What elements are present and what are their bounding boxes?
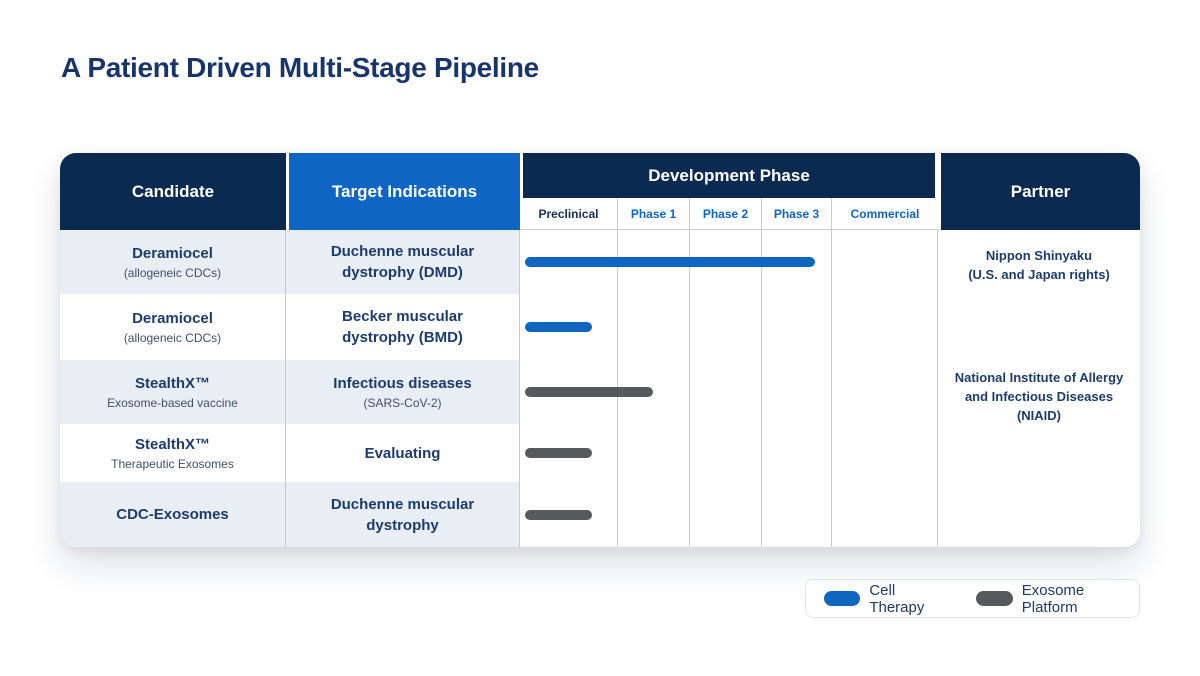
phase-track	[520, 482, 938, 547]
partner-nippon-shinyaku: Nippon Shinyaku (U.S. and Japan rights)	[938, 246, 1140, 284]
phase-segment	[618, 360, 690, 424]
candidate-cell: CDC-Exosomes	[60, 482, 286, 547]
pipeline-bar-cell-therapy	[525, 257, 815, 267]
indication-name: Duchenne muscular dystrophy	[330, 495, 475, 534]
phase-header-preclinical: Preclinical	[520, 198, 618, 230]
indication-cell: Becker muscular dystrophy (BMD)	[286, 294, 520, 360]
phase-track	[520, 360, 938, 424]
page-title: A Patient Driven Multi-Stage Pipeline	[61, 52, 539, 83]
phase-segment	[832, 424, 938, 482]
phase-header-phase2: Phase 2	[690, 198, 762, 230]
candidate-cell: StealthX™ Exosome-based vaccine	[60, 360, 286, 424]
pipeline-bar-cell-therapy	[525, 322, 592, 332]
legend-item-cell-therapy: Cell Therapy	[824, 582, 950, 616]
phase-segment	[690, 424, 762, 482]
header-candidate: Candidate	[60, 153, 286, 230]
phase-track	[520, 294, 938, 360]
partner-line: (NIAID)	[1016, 408, 1062, 423]
indication-name: Evaluating	[364, 444, 441, 462]
partner-line: Nippon Shinyaku	[985, 248, 1093, 263]
indication-name: Becker muscular dystrophy (BMD)	[342, 308, 463, 346]
indication-name: Duchenne muscular dystrophy (DMD)	[330, 243, 475, 281]
phase-segment	[762, 360, 832, 424]
candidate-name: StealthX™	[134, 375, 210, 392]
phase-header-commercial: Commercial	[832, 198, 938, 230]
candidate-subtitle: (allogeneic CDCs)	[123, 331, 222, 345]
phase-segment	[520, 424, 618, 482]
phase-segment	[690, 294, 762, 360]
indication-cell: Duchenne muscular dystrophy	[286, 482, 520, 547]
candidate-name: CDC-Exosomes	[116, 506, 229, 523]
indication-cell: Duchenne muscular dystrophy (DMD)	[286, 230, 520, 294]
phase-segment	[832, 360, 938, 424]
phase-header-phase3: Phase 3	[762, 198, 832, 230]
phase-segment	[762, 294, 832, 360]
candidate-subtitle: Exosome-based vaccine	[107, 396, 238, 410]
phase-track	[520, 424, 938, 482]
header-development-phase: Development Phase	[520, 153, 938, 198]
indication-cell: Infectious diseases (SARS-CoV-2)	[286, 360, 520, 424]
phase-segment	[690, 360, 762, 424]
pipeline-bar-exosome-platform	[525, 448, 592, 458]
candidate-cell: Deramiocel (allogeneic CDCs)	[60, 294, 286, 360]
candidate-subtitle: (allogeneic CDCs)	[123, 266, 222, 280]
indication-cell: Evaluating	[286, 424, 520, 482]
candidate-name: StealthX™	[134, 436, 210, 453]
phase-header-phase1: Phase 1	[618, 198, 690, 230]
header-target-indications: Target Indications	[286, 153, 520, 230]
pipeline-bar-exosome-platform	[525, 387, 653, 397]
indication-name: Infectious diseases	[333, 375, 472, 392]
legend-item-exosome-platform: Exosome Platform	[976, 582, 1139, 616]
partner-line: (U.S. and Japan rights)	[968, 267, 1110, 282]
legend-label: Cell Therapy	[869, 581, 925, 616]
candidate-cell: Deramiocel (allogeneic CDCs)	[60, 230, 286, 294]
header-partner: Partner	[938, 153, 1140, 230]
legend-label: Exosome Platform	[1021, 581, 1085, 616]
phase-segment	[762, 482, 832, 547]
phase-segment	[762, 424, 832, 482]
partner-niaid: National Institute of Allergy and Infect…	[938, 368, 1140, 425]
phase-segment	[618, 424, 690, 482]
partner-column: Nippon Shinyaku (U.S. and Japan rights) …	[938, 230, 1140, 547]
phase-segment	[520, 482, 618, 547]
phase-segment	[690, 482, 762, 547]
phase-segment	[762, 230, 832, 294]
legend: Cell Therapy Exosome Platform	[805, 579, 1140, 618]
phase-track	[520, 230, 938, 294]
partner-line: and Infectious Diseases	[964, 389, 1114, 404]
phase-segment	[832, 294, 938, 360]
phase-segment	[618, 294, 690, 360]
pipeline-table: Candidate Target Indications Development…	[60, 153, 1140, 547]
phase-segment	[832, 230, 938, 294]
partner-line: National Institute of Allergy	[954, 370, 1124, 385]
candidate-name: Deramiocel	[132, 310, 213, 327]
exosome-platform-swatch-icon	[976, 591, 1013, 606]
candidate-subtitle: Therapeutic Exosomes	[111, 457, 234, 471]
pipeline-bar-exosome-platform	[525, 509, 592, 520]
candidate-cell: StealthX™ Therapeutic Exosomes	[60, 424, 286, 482]
phase-segment	[618, 482, 690, 547]
candidate-name: Deramiocel	[132, 245, 213, 262]
phase-segment	[832, 482, 938, 547]
phase-segment	[520, 294, 618, 360]
indication-subtitle: (SARS-CoV-2)	[363, 396, 442, 410]
cell-therapy-swatch-icon	[824, 591, 861, 606]
